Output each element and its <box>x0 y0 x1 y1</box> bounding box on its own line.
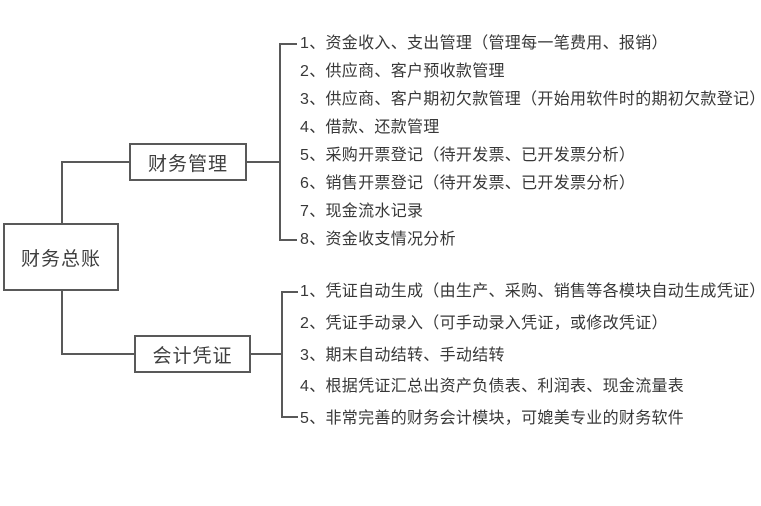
leaf-item-prepayment-management: 2、供应商、客户预收款管理 <box>300 63 505 80</box>
connector-branch1-to-bracket <box>247 161 281 163</box>
leaf-item-purchase-invoicing: 5、采购开票登记（待开发票、已开发票分析） <box>300 147 636 164</box>
connector-branch2-to-bracket <box>251 353 283 355</box>
node-branch-financial-management: 财务管理 <box>129 143 247 181</box>
node-root-label: 财务总账 <box>20 248 101 270</box>
bracket2-vertical-line <box>281 291 283 418</box>
leaf-item-income-expense-analysis: 8、资金收支情况分析 <box>300 231 456 248</box>
bracket1-vertical-line <box>279 43 281 241</box>
connector-root-to-branch2-horizontal <box>61 353 134 355</box>
leaf-item-cash-flow-record: 7、现金流水记录 <box>300 203 424 220</box>
node-branch2-label: 会计凭证 <box>152 345 233 367</box>
leaf-item-opening-balance: 3、供应商、客户期初欠款管理（开始用软件时的期初欠款登记） <box>300 91 761 108</box>
connector-root-to-branch1-horizontal <box>61 161 129 163</box>
bracket1-top-arm <box>279 43 297 45</box>
leaf-item-sales-invoicing: 6、销售开票登记（待开发票、已开发票分析） <box>300 175 636 192</box>
connector-root-to-branch1-vertical <box>61 162 63 223</box>
connector-root-to-branch2-vertical <box>61 291 63 354</box>
leaf-item-manual-voucher-entry: 2、凭证手动录入（可手动录入凭证，或修改凭证） <box>300 315 668 332</box>
node-branch-accounting-voucher: 会计凭证 <box>134 335 251 373</box>
leaf-item-complete-module-note: 5、非常完善的财务会计模块，可媲美专业的财务软件 <box>300 410 685 427</box>
node-branch1-label: 财务管理 <box>147 153 228 175</box>
leaf-item-period-end-carryover: 3、期末自动结转、手动结转 <box>300 347 505 364</box>
leaf-item-auto-voucher-generation: 1、凭证自动生成（由生产、采购、销售等各模块自动生成凭证） <box>300 283 761 300</box>
bracket2-top-arm <box>281 291 298 293</box>
leaf-item-loan-repayment: 4、借款、还款管理 <box>300 119 440 136</box>
leaf-item-fund-income-expense: 1、资金收入、支出管理（管理每一笔费用、报销） <box>300 35 668 52</box>
bracket2-bottom-arm <box>281 416 298 418</box>
leaf-item-financial-statements: 4、根据凭证汇总出资产负债表、利润表、现金流量表 <box>300 378 685 395</box>
bracket1-bottom-arm <box>279 239 297 241</box>
node-root-general-ledger: 财务总账 <box>3 223 119 291</box>
